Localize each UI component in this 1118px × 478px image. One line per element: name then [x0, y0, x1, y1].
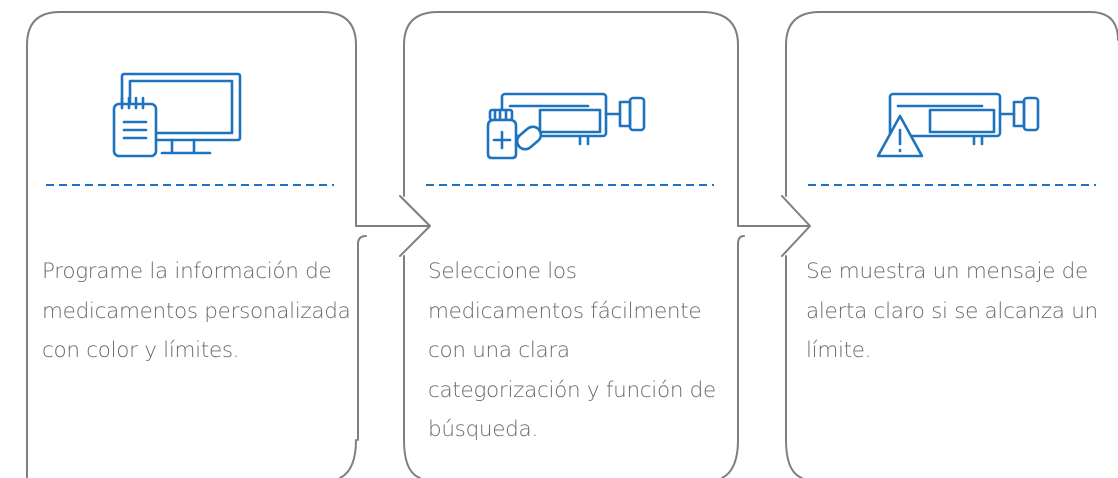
card-1-frame [26, 11, 357, 478]
infusion-pump-alert-icon [876, 92, 1040, 158]
arrow-1 [355, 195, 431, 257]
card-2-left-inner [357, 235, 367, 441]
card-3-frame [785, 11, 1118, 478]
card-2-frame [403, 11, 739, 478]
card-2-right-inner [737, 235, 745, 441]
step-1-description: Programe la información de medicamentos … [42, 259, 351, 363]
step-2-description: Seleccione los medicamentos fácilmente c… [428, 259, 716, 442]
step-3-description: Se muestra un mensaje de alerta claro si… [806, 259, 1098, 363]
monitor-notepad-icon [112, 72, 242, 158]
arrow-2 [737, 195, 811, 257]
infusion-pump-medication-icon [486, 92, 646, 160]
